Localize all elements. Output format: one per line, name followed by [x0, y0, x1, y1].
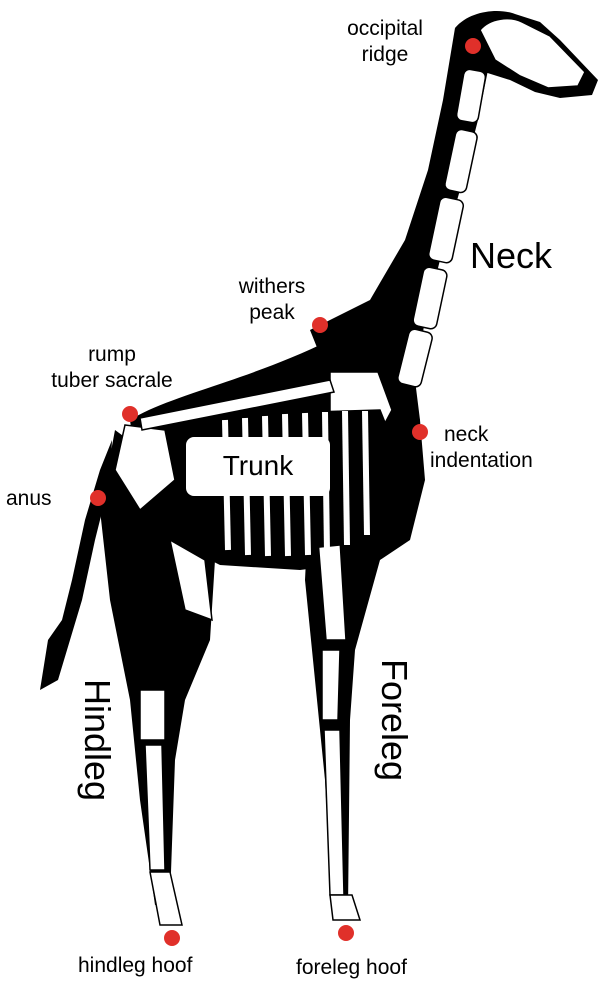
anus-dot	[90, 490, 106, 506]
withers-peak-dot	[312, 317, 328, 333]
rump-tuber-sacrale-dot	[122, 406, 138, 422]
occipital-ridge-dot	[465, 38, 481, 54]
hindleg-hoof-dot	[164, 930, 180, 946]
foreleg-hoof-dot	[338, 925, 354, 941]
neck-indentation-dot	[412, 424, 428, 440]
